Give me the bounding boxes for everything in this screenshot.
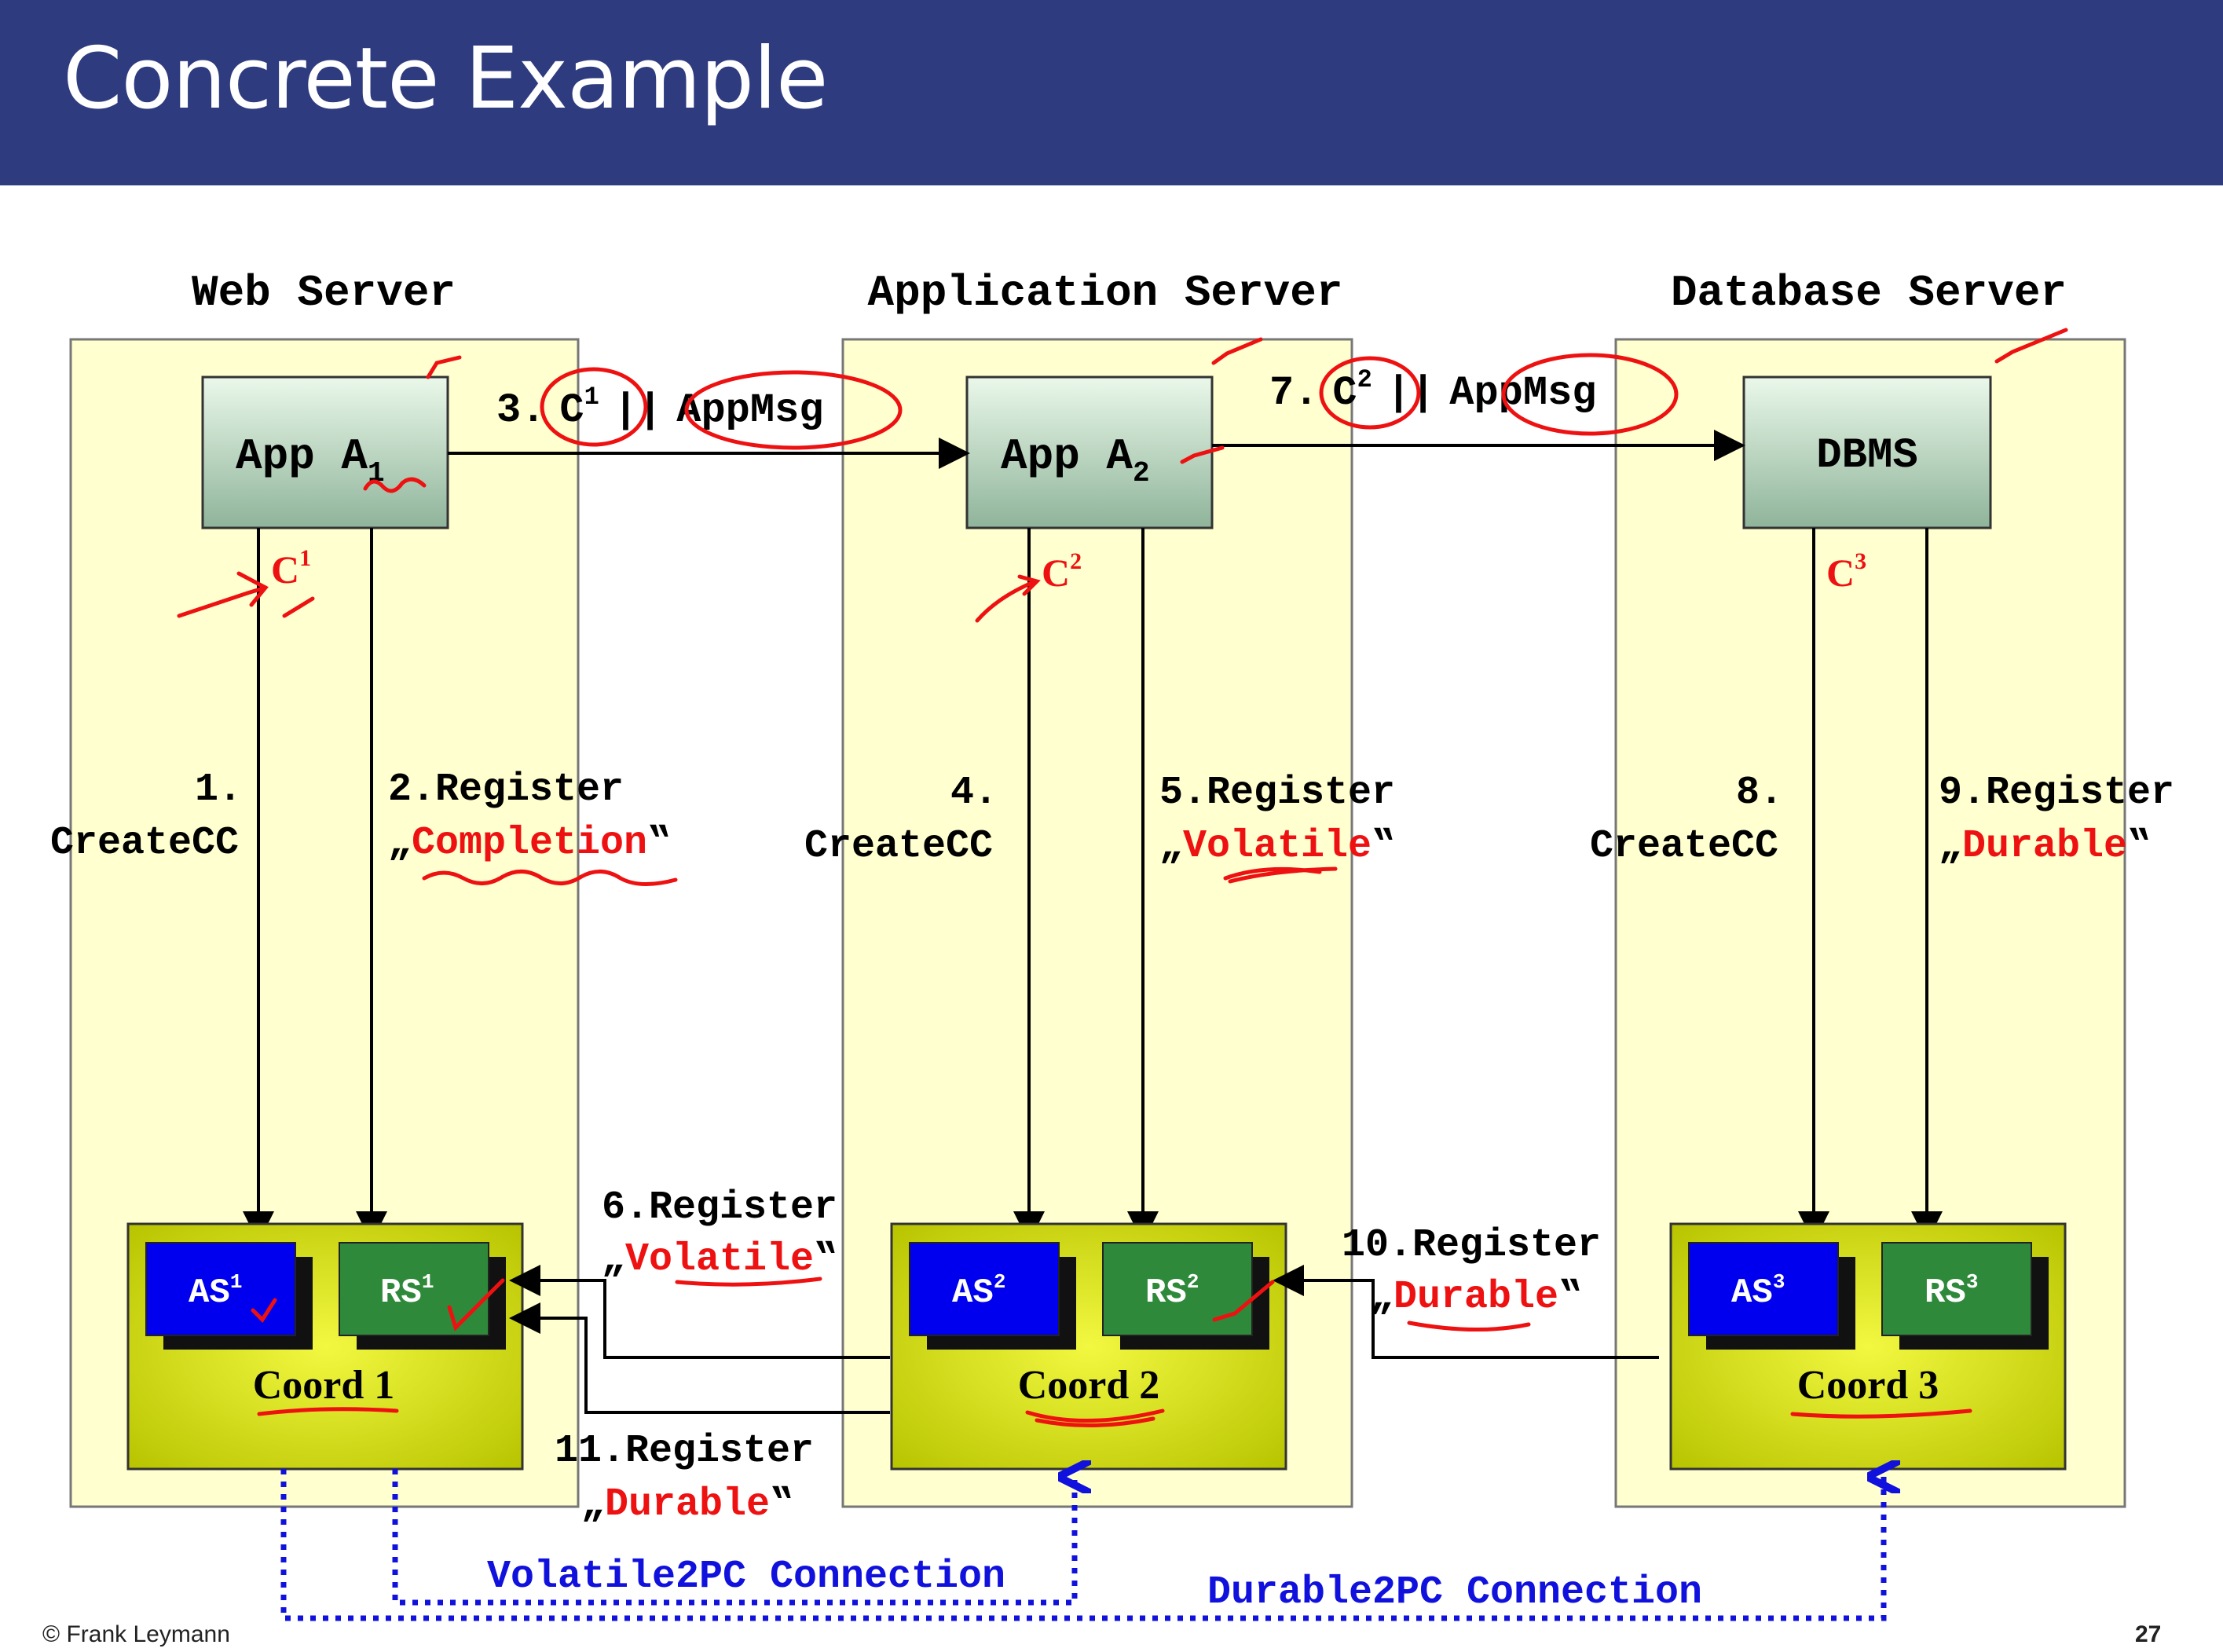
step-2-label: 2.Register (388, 767, 624, 812)
step-10-label: 10.Register (1342, 1223, 1601, 1268)
coord-3-label: Coord 3 (1797, 1363, 1939, 1408)
context-c2-label: C2 (1042, 548, 1082, 595)
volatile-2pc-connection (392, 1469, 1075, 1606)
coord-1-label: Coord 1 (253, 1363, 395, 1408)
copyright-footer: © Frank Leymann (42, 1621, 230, 1647)
step-9-label: 9.Register (1939, 771, 2174, 815)
step-10-value: „Durable‟ (1370, 1275, 1582, 1320)
as3-label: AS3 (1731, 1270, 1785, 1313)
slide-title: Concrete Example (63, 30, 828, 128)
rs3-box (1881, 1242, 2032, 1336)
step-1-number: 1. (195, 767, 242, 812)
step-4-label: CreateCC (804, 824, 993, 869)
slide-header (0, 0, 2223, 185)
db-server-label: Database Server (1671, 268, 2067, 318)
as1-label: AS1 (189, 1270, 242, 1313)
as1-box (145, 1242, 296, 1336)
app-a1-box (201, 375, 449, 529)
register-arrow-6 (509, 1265, 890, 1359)
volatile-2pc-label: Volatile2PC Connection (487, 1555, 1005, 1599)
context-c3-label: C3 (1826, 548, 1866, 595)
app-a2-label: App A2 (1001, 431, 1150, 489)
dbms-box (1742, 375, 1992, 529)
step-4-number: 4. (950, 771, 998, 815)
step-6-label: 6.Register (602, 1185, 837, 1230)
register-arrow-10 (1273, 1265, 1659, 1359)
step-8-number: 8. (1736, 771, 1783, 815)
step-9-value: „Durable‟ (1939, 824, 2151, 869)
step-1-label: CreateCC (50, 821, 239, 866)
register-arrow-11 (509, 1302, 890, 1414)
page-number: 27 (2135, 1621, 2162, 1647)
as2-box (909, 1242, 1060, 1336)
rs3-label: RS3 (1925, 1270, 1978, 1313)
step-8-label: CreateCC (1590, 824, 1778, 869)
rs2-box (1102, 1242, 1253, 1336)
red-annotations (177, 328, 2068, 1428)
dbms-label: DBMS (1816, 432, 1918, 480)
app-a1-label: App A1 (236, 431, 385, 489)
step-5-value: „Volatile‟ (1159, 824, 1395, 869)
context-c1-label: C1 (271, 545, 311, 592)
message-7-label: 7.C2||AppMsg (1269, 365, 1597, 416)
step-11-value: „Durable‟ (581, 1482, 793, 1527)
as2-label: AS2 (952, 1270, 1005, 1313)
app-server-label: Application Server (868, 268, 1343, 318)
step-2-value: „Completion‟ (388, 821, 671, 866)
rs1-label: RS1 (380, 1270, 434, 1313)
as3-box (1688, 1242, 1839, 1336)
message-3-label: 3.C1||AppMsg (496, 383, 824, 434)
step-5-label: 5.Register (1159, 771, 1395, 815)
step-6-value: „Volatile‟ (602, 1237, 837, 1282)
rs2-label: RS2 (1145, 1270, 1199, 1313)
web-server-label: Web Server (192, 268, 456, 318)
coord-2-label: Coord 2 (1018, 1363, 1160, 1408)
app-a2-box (965, 375, 1214, 529)
durable-2pc-label: Durable2PC Connection (1207, 1570, 1702, 1615)
step-11-label: 11.Register (555, 1429, 814, 1474)
